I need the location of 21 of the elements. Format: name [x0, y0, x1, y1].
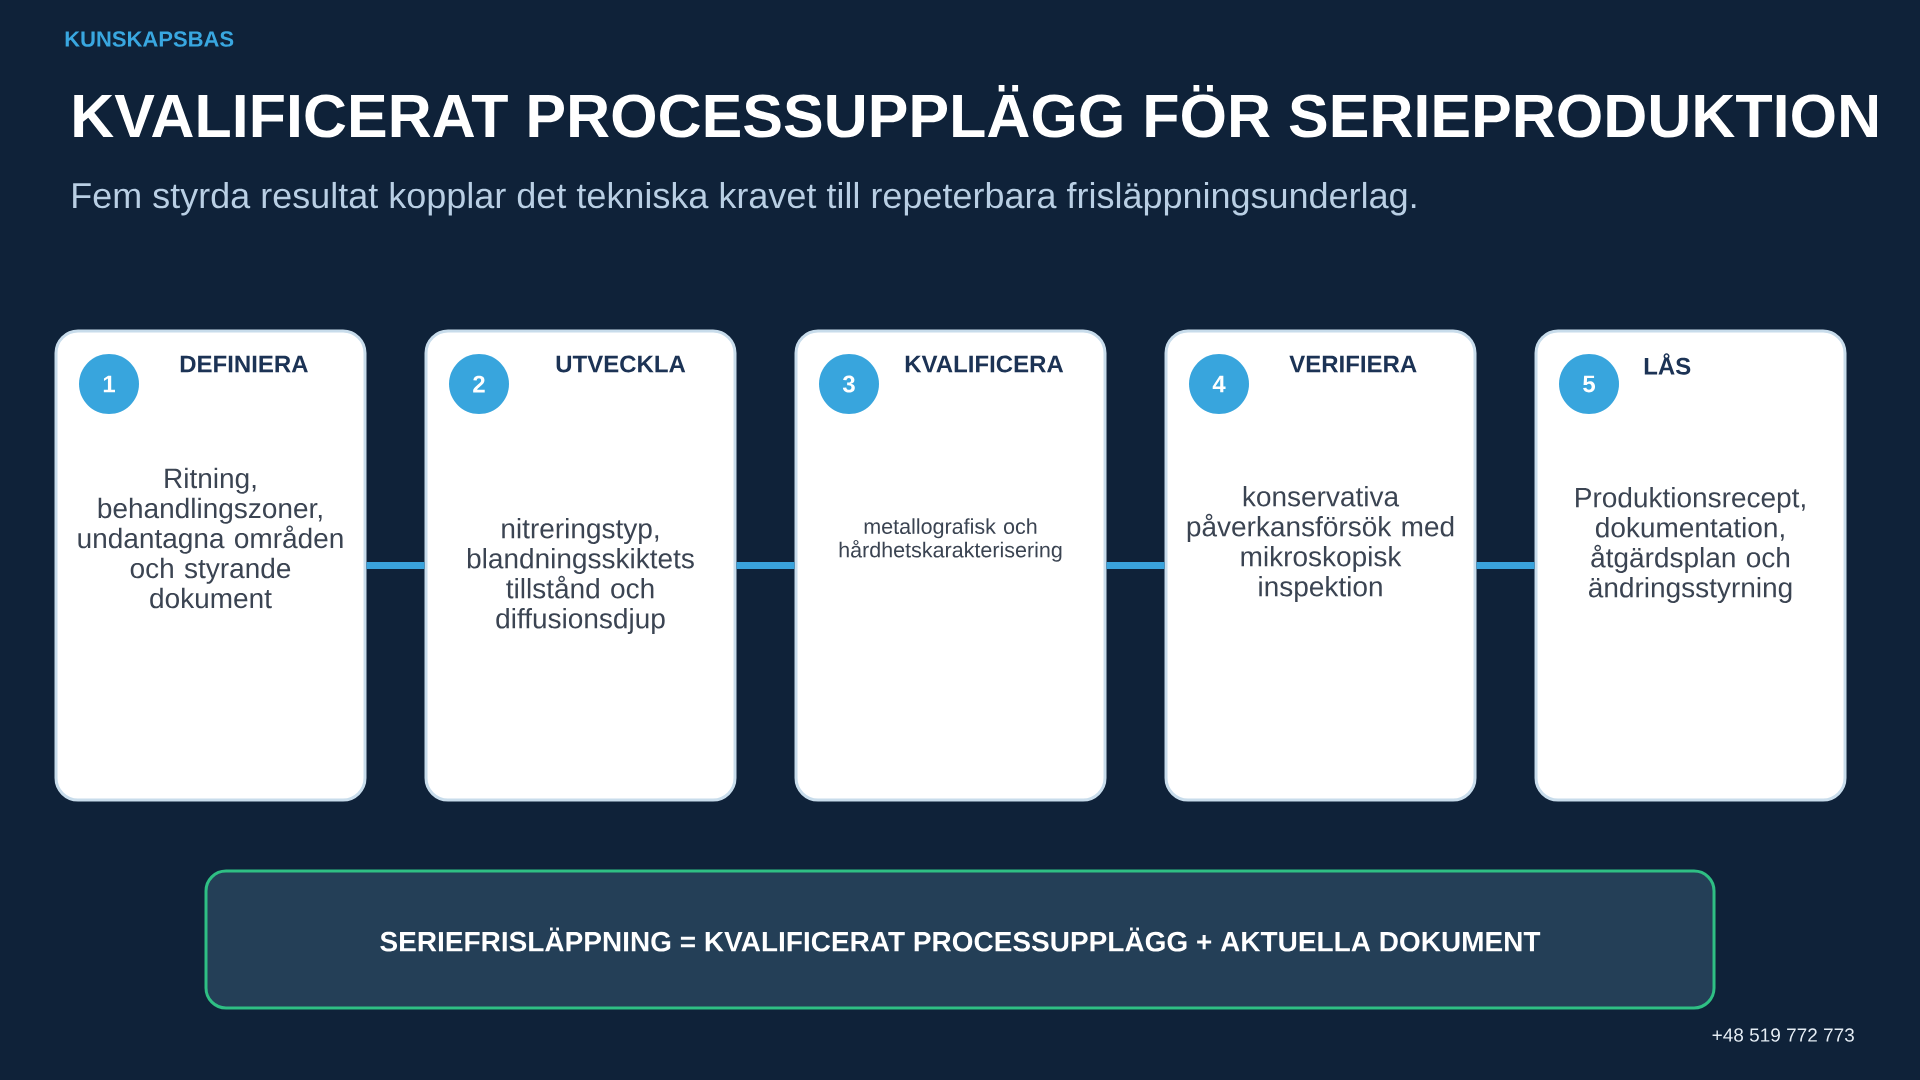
page-title: KVALIFICERAT PROCESSUPPLÄGG FÖR SERIEPRODUKTION — [74, 84, 1877, 138]
phone-number: +48 519 772 773 — [1712, 1028, 1854, 1042]
step-description: Produktionsrecept, dokumentation, åtgärdsplan och ändringsstyrning — [1576, 486, 1805, 604]
step-title: KVALIFICERA — [905, 355, 1064, 373]
step-description: Ritning, behandlingszoner, undantagna områden och styrande dokument — [78, 467, 343, 609]
summary-banner: SERIEFRISLÄPPNING = KVALIFICERAT PROCESSUPPLÄGG + AKTUELLA DOKUMENT — [204, 869, 1716, 1010]
step-title: DEFINIERA — [180, 355, 308, 373]
step-title: LÅS — [1644, 353, 1691, 375]
number-badge: 3 — [819, 354, 879, 414]
step-description: metallografisk och hårdhetskarakterisering — [839, 518, 1062, 562]
subtitle: Fem styrda resultat kopplar det tekniska kravet till repeterbara frisläppningsunderlag. — [73, 181, 1416, 216]
section-label: KUNSKAPSBAS — [65, 31, 234, 47]
step-description: konservativa påverkansförsök med mikroskopisk inspektion — [1187, 485, 1454, 603]
step-description: nitreringstyp, blandningsskiktets tillstånd och diffusionsdjup — [467, 517, 694, 635]
step-title: UTVECKLA — [556, 355, 686, 373]
number-badge: 2 — [449, 354, 509, 414]
number-badge: 5 — [1559, 354, 1619, 414]
step-title: VERIFIERA — [1289, 355, 1417, 373]
connector-line — [366, 562, 425, 569]
number-badge: 4 — [1189, 354, 1249, 414]
number-badge: 1 — [79, 354, 139, 414]
